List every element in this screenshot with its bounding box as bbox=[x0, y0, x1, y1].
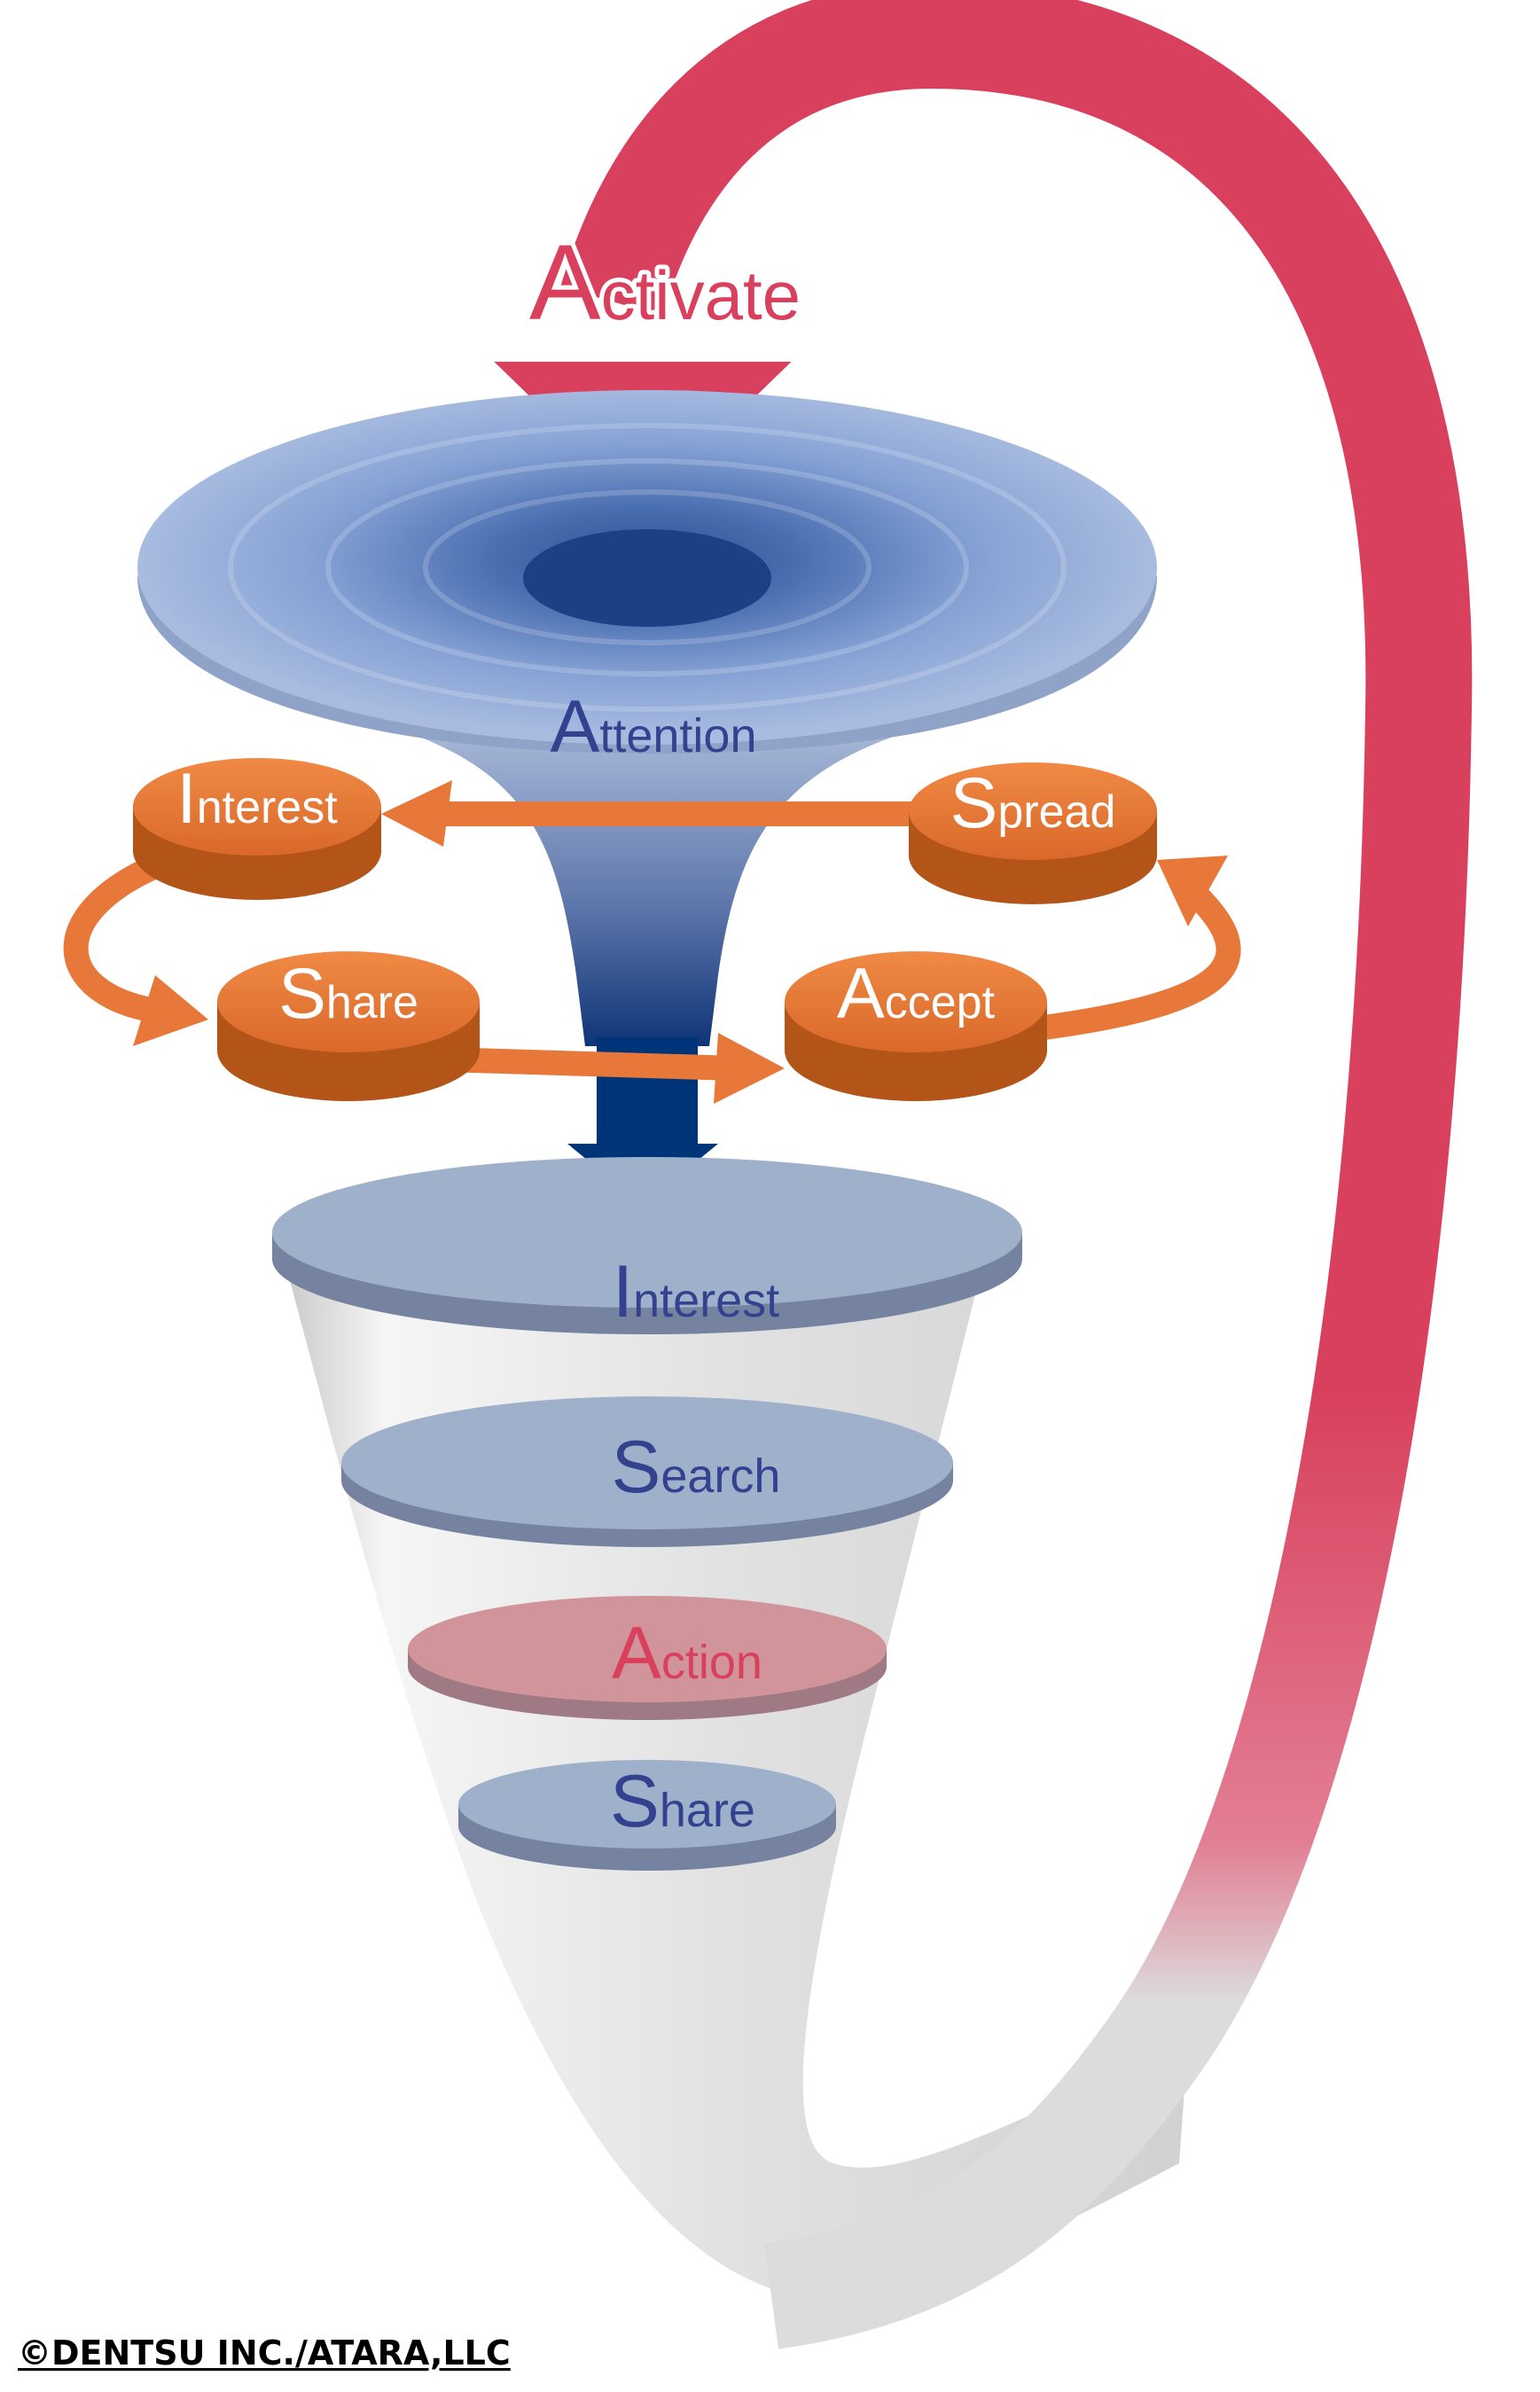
search-rest: earch bbox=[661, 1450, 780, 1503]
stage-label-interest: Interest bbox=[613, 1249, 779, 1333]
interest-initial: I bbox=[613, 1249, 633, 1333]
copyright-notice: ©DENTSU INC./ATARA,LLC bbox=[18, 2333, 511, 2372]
disc-accept-initial: A bbox=[837, 954, 885, 1034]
action-rest: ction bbox=[661, 1636, 762, 1689]
arrow-head-interest bbox=[381, 780, 452, 847]
disc-label-accept: Accept bbox=[837, 954, 996, 1034]
disc-share-loop bbox=[217, 951, 480, 1101]
stage-disc-action bbox=[408, 1596, 887, 1720]
arrow-interest-to-share bbox=[63, 852, 172, 1023]
disc-spread-initial: S bbox=[950, 763, 998, 843]
disc-accept-rest: ccept bbox=[885, 977, 996, 1028]
share-rest: hare bbox=[660, 1784, 755, 1837]
arrow-head-spread bbox=[1157, 856, 1228, 926]
interest-rest: nterest bbox=[633, 1274, 779, 1327]
disc-accept bbox=[785, 951, 1047, 1101]
disc-spread-rest: pread bbox=[997, 786, 1115, 838]
arrow-head-share bbox=[133, 975, 208, 1046]
disc-interest bbox=[133, 758, 381, 900]
disc-label-interest: Interest bbox=[176, 759, 338, 839]
disc-interest-initial: I bbox=[176, 759, 196, 839]
stage-disc-search bbox=[341, 1396, 953, 1547]
stage-label-attention: Attention bbox=[551, 684, 757, 768]
arrow-share-to-accept bbox=[431, 1047, 748, 1081]
orange-arrow-heads bbox=[133, 780, 1228, 1104]
activate-initial: A bbox=[529, 223, 601, 342]
action-initial: A bbox=[612, 1611, 661, 1694]
stage-label-action: Action bbox=[612, 1611, 762, 1694]
attention-bowl bbox=[137, 390, 1157, 754]
arrow-head-accept bbox=[714, 1033, 785, 1104]
stage-disc-interest bbox=[272, 1157, 1022, 1334]
disc-interest-rest: nterest bbox=[197, 782, 339, 833]
stage-label-share: Share bbox=[610, 1759, 755, 1842]
disc-share-rest: hare bbox=[326, 977, 418, 1028]
attention-initial: A bbox=[551, 684, 600, 768]
disc-label-spread: Spread bbox=[950, 763, 1116, 843]
search-initial: S bbox=[612, 1425, 661, 1508]
stage-label-search: Search bbox=[612, 1425, 781, 1508]
orange-loop-arrows bbox=[63, 801, 1241, 1081]
disc-spread bbox=[909, 762, 1157, 904]
disc-share-initial: S bbox=[278, 954, 326, 1034]
activate-loop-arrow bbox=[560, 0, 1473, 2349]
attention-rest: ttention bbox=[599, 709, 756, 762]
activate-rest: ctivate bbox=[601, 256, 801, 334]
arrow-accept-to-spread bbox=[1025, 883, 1241, 1041]
activate-label: Activate bbox=[529, 223, 801, 342]
disc-label-share: Share bbox=[278, 954, 418, 1034]
stage-disc-share bbox=[458, 1760, 836, 1871]
share-initial: S bbox=[610, 1759, 660, 1842]
